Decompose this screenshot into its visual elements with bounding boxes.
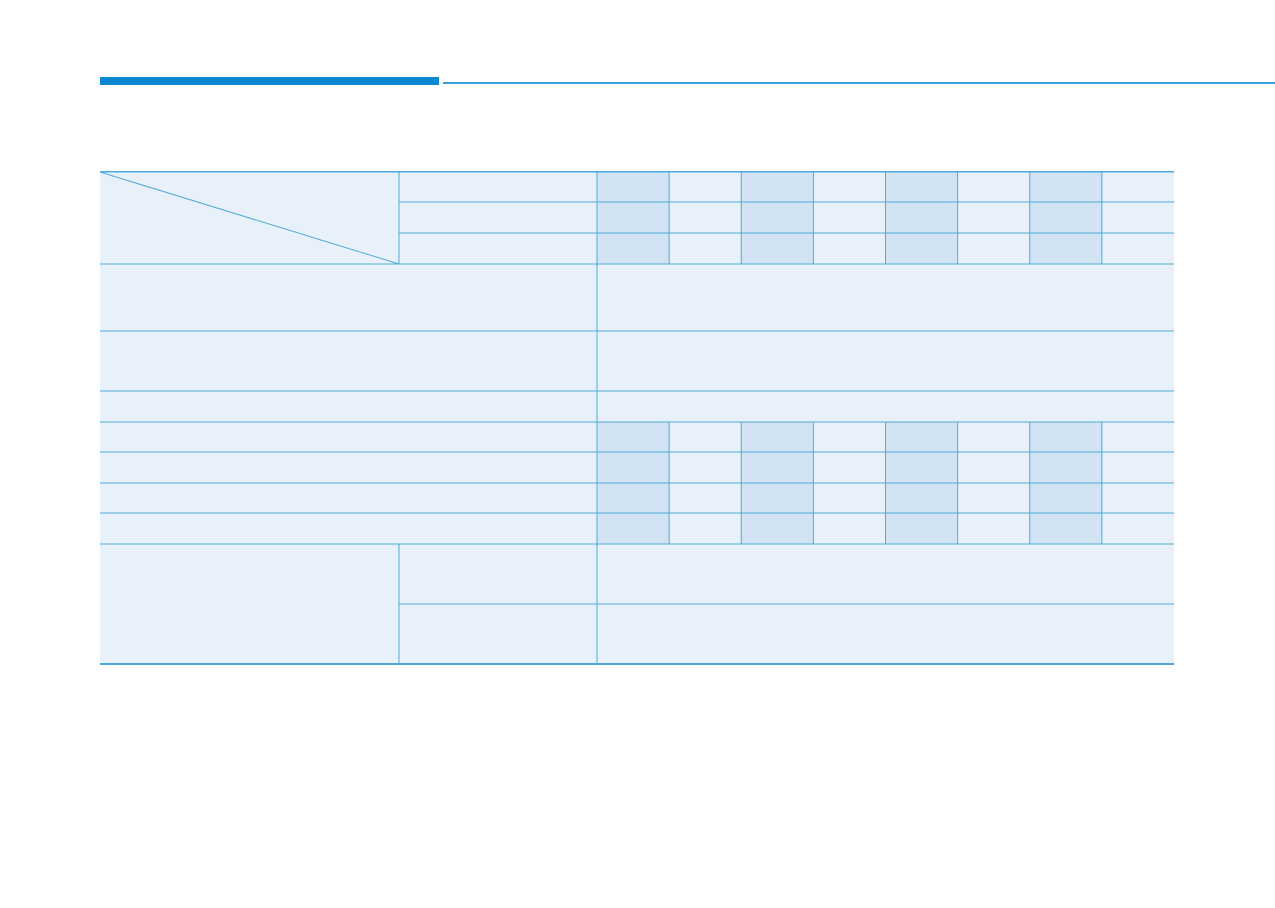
shaded-value-cell	[741, 171, 814, 264]
section-header-rule	[443, 82, 1275, 84]
specification-table-grid	[100, 171, 1174, 665]
specification-table	[100, 171, 1174, 665]
shaded-value-cell	[1029, 171, 1102, 264]
section-header-accent-bar	[100, 77, 439, 85]
shaded-value-cell	[597, 171, 670, 264]
shaded-value-cell	[885, 171, 958, 264]
corner-diagonal-line	[100, 171, 400, 265]
